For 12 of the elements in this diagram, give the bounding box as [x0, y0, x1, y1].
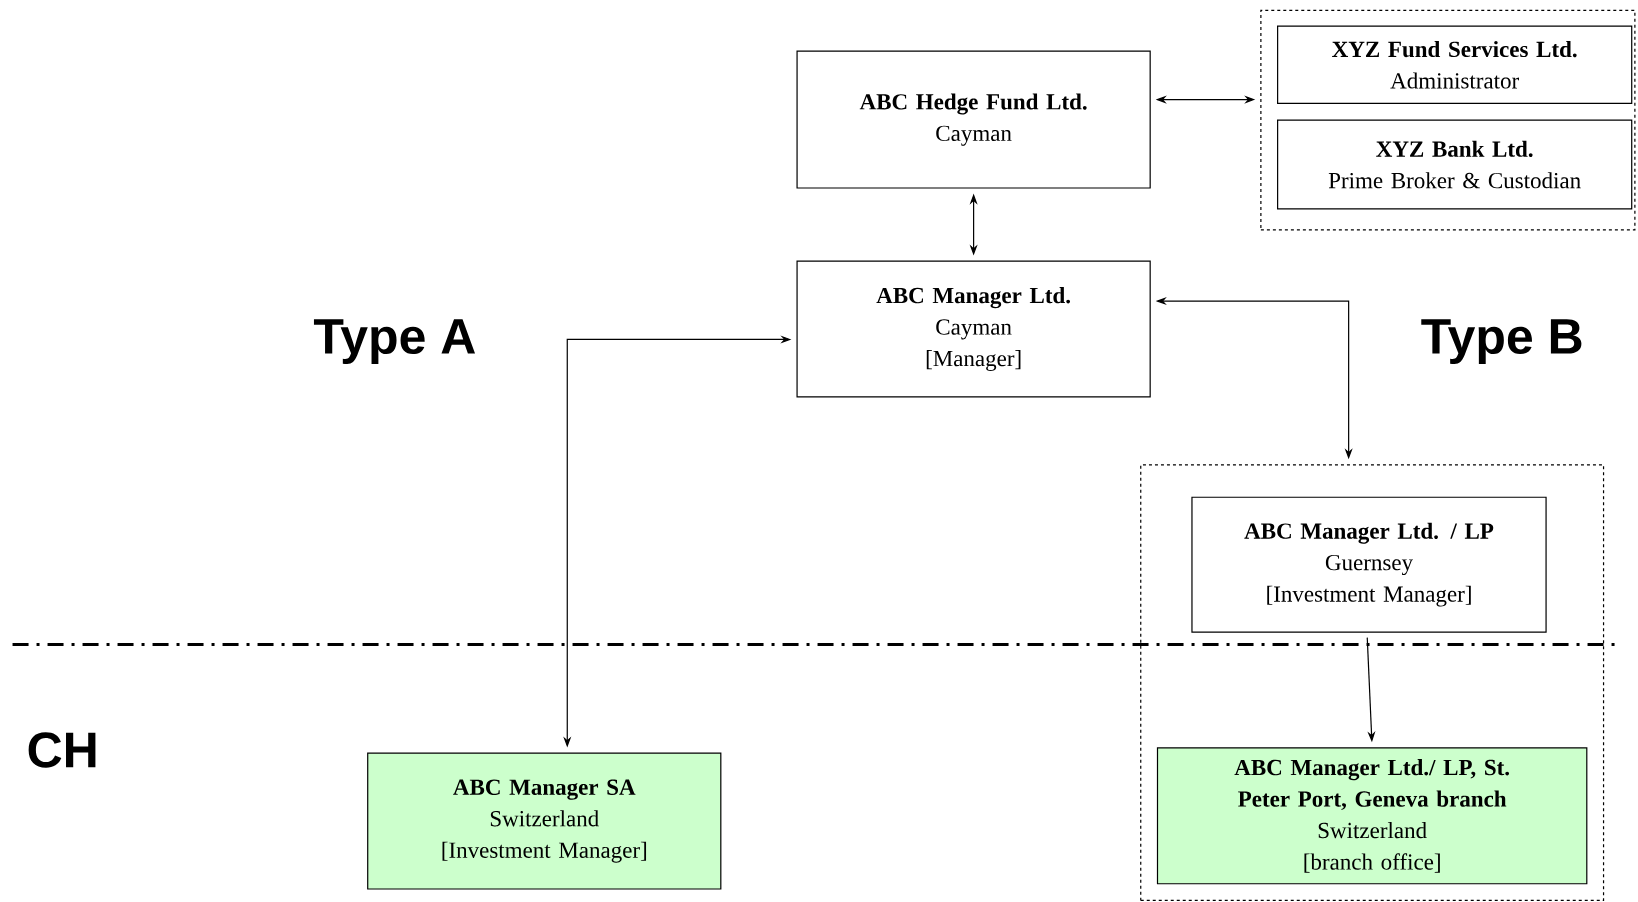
- entity-box: XYZ Fund Services Ltd. Administrator: [1277, 25, 1633, 105]
- entity-box: ABC Manager Ltd./ LP, St. Peter Port, Geneva branch Switzerland [branch office]: [1156, 747, 1588, 885]
- entity-box: ABC Manager Ltd. Cayman [Manager]: [796, 260, 1151, 398]
- dashed-group-frame: [1260, 10, 1636, 231]
- entity-box: ABC Hedge Fund Ltd. Cayman: [796, 50, 1151, 189]
- section-label: CH: [28, 732, 96, 768]
- section-label: Type A: [313, 319, 475, 365]
- section-label: Type B: [1421, 319, 1582, 365]
- entity-box: ABC Manager Ltd. / LP Guernsey [Investment Manager]: [1191, 496, 1547, 633]
- entity-box: ABC Manager SA Switzerland [Investment Manager]: [367, 752, 722, 890]
- dashed-group-frame: [1140, 464, 1605, 902]
- entity-box: XYZ Bank Ltd. Prime Broker & Custodian: [1277, 119, 1633, 210]
